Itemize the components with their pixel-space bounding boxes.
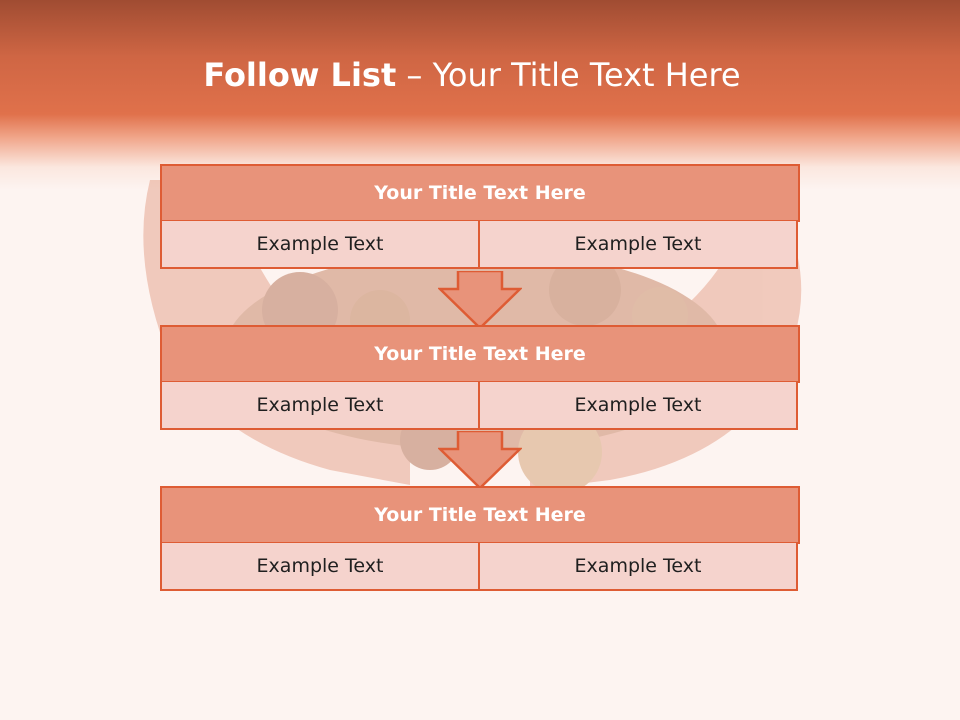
step-left-cell[interactable]: Example Text bbox=[160, 382, 479, 430]
down-arrow-icon bbox=[438, 431, 522, 490]
step-right-cell[interactable]: Example Text bbox=[479, 543, 798, 591]
step-title[interactable]: Your Title Text Here bbox=[160, 164, 800, 222]
step-block-1: Your Title Text Here Example Text Exampl… bbox=[160, 164, 800, 269]
step-right-cell[interactable]: Example Text bbox=[479, 382, 798, 430]
slide-title-rest: – Your Title Text Here bbox=[396, 56, 741, 94]
step-title[interactable]: Your Title Text Here bbox=[160, 486, 800, 544]
step-block-3: Your Title Text Here Example Text Exampl… bbox=[160, 486, 800, 591]
coin bbox=[518, 410, 602, 494]
slide-title-bold: Follow List bbox=[203, 56, 397, 94]
step-block-2: Your Title Text Here Example Text Exampl… bbox=[160, 325, 800, 430]
step-title[interactable]: Your Title Text Here bbox=[160, 325, 800, 383]
step-left-cell[interactable]: Example Text bbox=[160, 221, 479, 269]
coin bbox=[549, 254, 621, 326]
title-banner bbox=[0, 0, 960, 190]
step-left-cell[interactable]: Example Text bbox=[160, 543, 479, 591]
step-right-cell[interactable]: Example Text bbox=[479, 221, 798, 269]
down-arrow-icon bbox=[438, 271, 522, 330]
slide-title: Follow List – Your Title Text Here bbox=[0, 56, 944, 94]
